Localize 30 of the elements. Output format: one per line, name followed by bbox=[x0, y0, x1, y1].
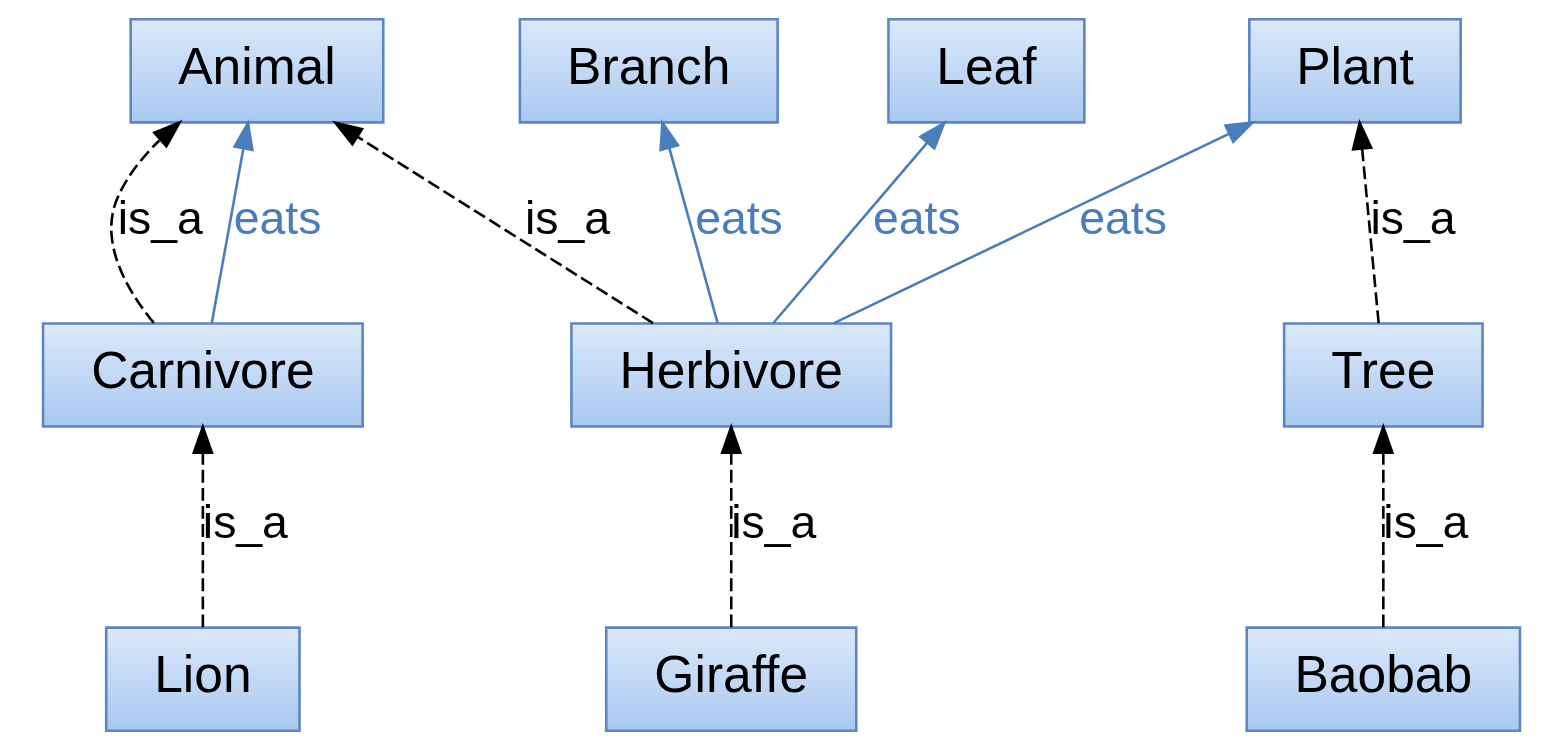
arrow bbox=[210, 118, 254, 323]
edge-label: is_a bbox=[524, 191, 610, 244]
node-box: Leaf bbox=[886, 17, 1086, 124]
edge-label: is_a bbox=[1369, 191, 1456, 244]
arrow bbox=[719, 422, 742, 627]
edge-label: is_a bbox=[117, 191, 203, 244]
arrow bbox=[658, 118, 719, 323]
node-box: Carnivore bbox=[41, 321, 364, 428]
arrow bbox=[832, 120, 1256, 325]
edge-label: eats bbox=[694, 191, 783, 244]
node-box: Giraffe bbox=[604, 625, 858, 732]
edge-label: is_a bbox=[730, 495, 816, 548]
arrow bbox=[1372, 422, 1394, 627]
arrow bbox=[191, 422, 214, 627]
arrow bbox=[109, 119, 183, 324]
arrow bbox=[1350, 118, 1380, 323]
edge-label: eats bbox=[872, 191, 961, 244]
node-box: Branch bbox=[518, 17, 779, 124]
edge-label: eats bbox=[1078, 191, 1167, 244]
node-box: Herbivore bbox=[569, 321, 892, 428]
node-box: Animal bbox=[128, 17, 385, 124]
edge-label: is_a bbox=[1382, 495, 1468, 548]
edge-label: eats bbox=[233, 191, 321, 244]
arrow bbox=[331, 120, 654, 324]
node-box: Plant bbox=[1247, 17, 1462, 124]
arrow bbox=[771, 119, 947, 324]
node-box: Tree bbox=[1282, 321, 1484, 428]
node-box: Lion bbox=[104, 625, 301, 732]
edge-label: is_a bbox=[202, 495, 288, 548]
node-box: Baobab bbox=[1244, 625, 1521, 732]
